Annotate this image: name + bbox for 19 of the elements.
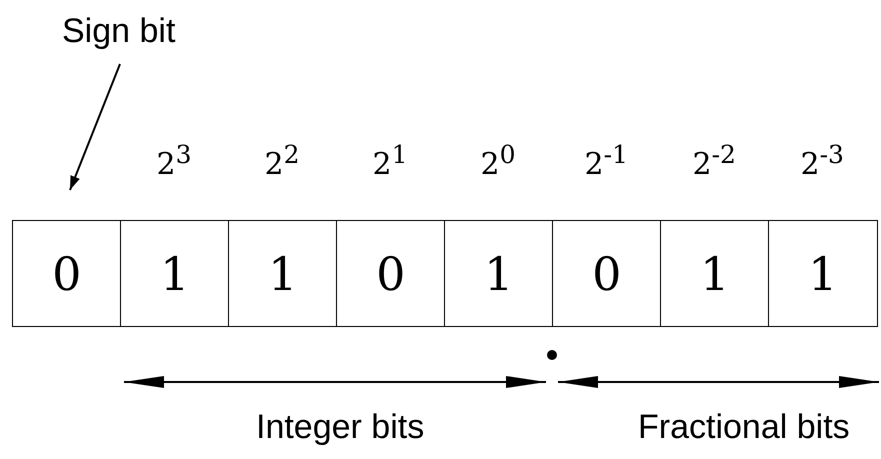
callout-label: Sign bit [62, 12, 176, 51]
bit-weight: 2$^{2}$ [264, 140, 300, 182]
bit-weight: 2$^{-1}$ [584, 140, 628, 182]
bit-weight: 2$^{3}$ [156, 140, 192, 182]
bit-weight: 2$^{-2}$ [692, 140, 736, 182]
bit-cell: 1 [120, 220, 230, 327]
bit-cell: 0 [336, 220, 446, 327]
bit-cell: 1 [228, 220, 338, 327]
bit-weight: 2$^{1}$ [372, 140, 408, 182]
bit-cell: 0 [12, 220, 122, 327]
bit-weight: 2$^{-3}$ [800, 140, 844, 182]
bit-cell: 0 [552, 220, 662, 327]
range-label: Fractional bits [638, 408, 850, 447]
bit-cell: 1 [660, 220, 770, 327]
bit-cell: 1 [768, 220, 878, 327]
range-label: Integer bits [256, 408, 424, 447]
bit-weight: 2$^{0}$ [480, 140, 516, 182]
bit-cell: 1 [444, 220, 554, 327]
leader-arrow [69, 64, 121, 190]
